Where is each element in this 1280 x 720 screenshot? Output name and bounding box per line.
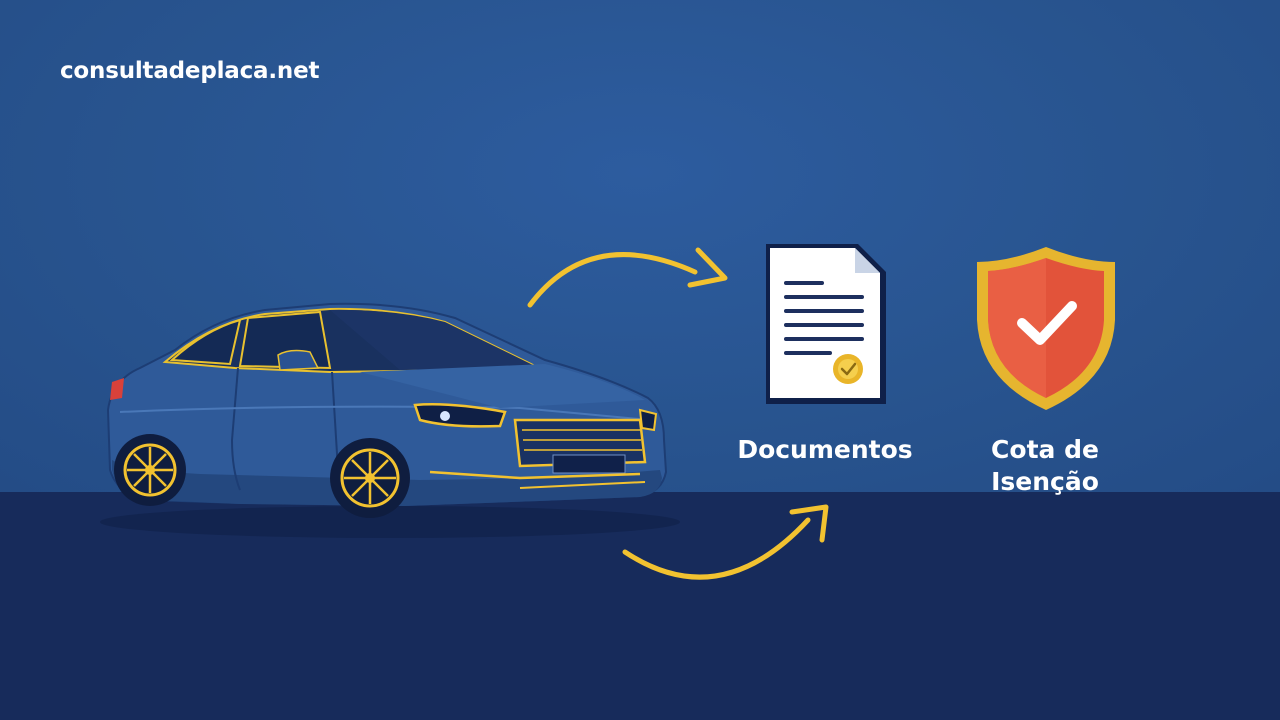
car-tail-light — [110, 378, 124, 400]
car-door-line — [230, 367, 241, 491]
document-certificate-icon — [766, 244, 886, 404]
car-rear-wheel — [114, 434, 186, 506]
car-headlight-lens — [440, 411, 450, 421]
car-rear-window — [169, 318, 242, 366]
car-hood — [360, 364, 645, 408]
label-documentos: Documentos — [737, 435, 913, 464]
car-bumper-line — [429, 470, 641, 480]
arrow-bottom-icon — [622, 504, 829, 580]
car-door-line-2 — [331, 371, 339, 471]
arrow-top-icon — [527, 247, 728, 308]
car-mirror — [277, 349, 320, 371]
car-license-plate — [552, 454, 626, 474]
car-illustration — [106, 302, 668, 518]
shield-check-icon — [977, 247, 1115, 410]
car-front-wheel — [330, 438, 410, 518]
car-windshield — [330, 309, 535, 370]
car-headlight-side — [638, 408, 658, 432]
car-shadow — [100, 506, 680, 538]
label-cota-de-isencao: Cota de Isenção — [960, 434, 1130, 498]
site-logo-text: consultadeplaca.net — [60, 58, 320, 84]
car-bumper-line-2 — [519, 481, 646, 489]
label-cota-line1: Cota de — [991, 435, 1099, 464]
label-cota-line2: Isenção — [991, 467, 1099, 496]
car-headlight — [413, 403, 507, 428]
